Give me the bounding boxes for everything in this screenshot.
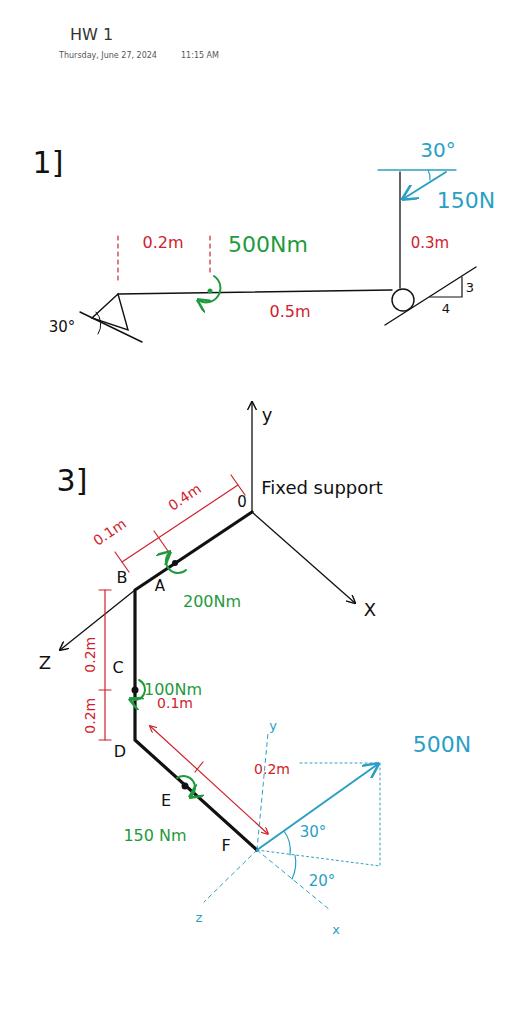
point-e [182, 783, 189, 790]
moment-arrow [198, 276, 220, 302]
dimension-label: 0.4m [166, 482, 204, 515]
local-z-axis [204, 850, 257, 902]
roller [392, 289, 414, 311]
time: 11:15 AM [181, 52, 219, 61]
slope-label: 3 [466, 281, 474, 295]
ground-line [80, 312, 142, 342]
angle-label: 20° [309, 873, 336, 890]
moment-arrow [166, 552, 186, 573]
projection-line [380, 763, 381, 866]
dimension-tick [99, 689, 111, 690]
dimension-label: 0.2m [83, 698, 98, 734]
reference-line [378, 169, 456, 170]
page-title: HW 1 [70, 26, 113, 44]
dimension-tick [154, 531, 168, 551]
dimension-label: 0.3m [411, 235, 449, 252]
point-label: B [117, 569, 128, 587]
dimension-tick [231, 475, 245, 495]
dimension-tick [195, 762, 203, 772]
dimension-label: 0.2m [83, 637, 98, 673]
dimension-line [104, 590, 105, 740]
projection-line [300, 763, 378, 764]
angle-arc [428, 170, 430, 180]
slope-label: 4 [442, 302, 450, 316]
bent-rod [135, 512, 257, 850]
point-label: D [114, 743, 126, 761]
post [399, 172, 400, 288]
local-y-axis [257, 733, 268, 850]
moment-label: 200Nm [183, 593, 241, 611]
axis-label: y [262, 405, 273, 425]
support-note: Fixed support [261, 478, 382, 498]
dimension-line [150, 726, 268, 834]
angle-arc [96, 312, 101, 334]
dimension-label: 0.1m [91, 517, 129, 550]
projection-line [257, 850, 380, 866]
dimension-label: 0.2m [254, 762, 290, 777]
moment-arrow [177, 776, 195, 797]
point-label: E [161, 792, 171, 810]
moment-label: 150 Nm [123, 827, 186, 845]
origin-label: 0 [237, 494, 247, 511]
dimension-label: 0.2m [142, 234, 183, 252]
pin-support [92, 294, 128, 330]
point-label: F [221, 837, 230, 855]
date: Thursday, June 27, 2024 [59, 52, 157, 61]
angle-label: 30° [49, 319, 76, 336]
point-c [132, 687, 139, 694]
point-a [172, 560, 178, 566]
slope-triangle [430, 277, 462, 297]
dimension-tick [99, 589, 111, 590]
dimension-tick [99, 739, 111, 740]
moment-label: 500Nm [228, 233, 308, 257]
dimension-label: 0.1m [157, 696, 193, 711]
moment-point [208, 289, 213, 294]
angle-label: 30° [420, 139, 455, 161]
axis-label: x [332, 923, 340, 937]
x-axis [252, 512, 355, 603]
problem-one [80, 170, 476, 342]
axis-label: z [196, 911, 203, 925]
point-label: A [155, 578, 165, 595]
problem-number: 1] [33, 146, 64, 179]
angle-arc [292, 855, 296, 879]
dimension-line [209, 236, 210, 272]
angle-arc [284, 831, 290, 855]
force-label: 500N [413, 733, 471, 757]
incline [385, 267, 476, 325]
axis-label: Z [39, 653, 51, 673]
point-label: C [112, 659, 123, 677]
angle-label: 30° [300, 824, 327, 841]
dimension-line [117, 236, 118, 284]
dimension-label: 0.5m [269, 303, 310, 321]
problem-number: 3] [57, 464, 88, 497]
moment-arrow [130, 680, 145, 700]
y-axis [251, 402, 252, 512]
axis-label: y [269, 719, 277, 733]
beam [118, 290, 392, 294]
axis-label: X [364, 600, 376, 620]
force-label: 150N [437, 189, 495, 213]
